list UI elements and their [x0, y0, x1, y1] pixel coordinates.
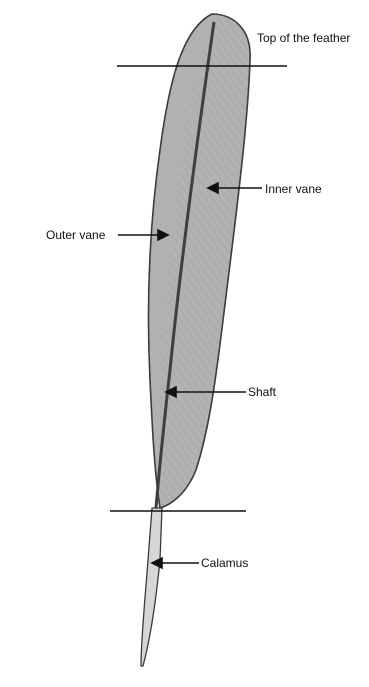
- label-top-of-feather: Top of the feather: [257, 31, 350, 45]
- feather-calamus: [141, 508, 162, 666]
- label-calamus: Calamus: [201, 556, 248, 570]
- outer-vane-arrow: [118, 230, 168, 240]
- label-shaft: Shaft: [248, 385, 276, 399]
- label-inner-vane: Inner vane: [265, 182, 322, 196]
- label-outer-vane: Outer vane: [46, 228, 105, 242]
- calamus-arrow: [152, 558, 199, 568]
